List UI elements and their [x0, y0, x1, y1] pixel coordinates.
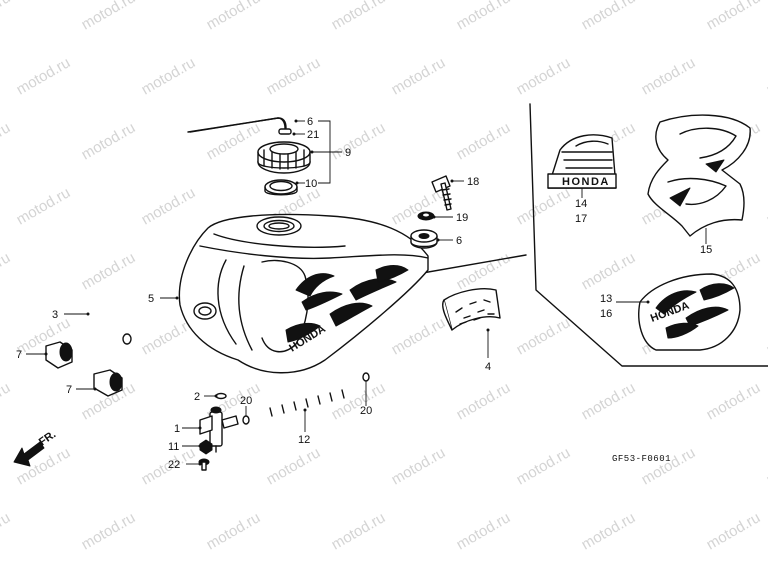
watermark-text: motod.ru: [764, 54, 768, 98]
tank-graphics: HONDA: [285, 265, 409, 355]
bolt: [431, 175, 452, 211]
watermark-text: motod.ru: [704, 0, 764, 33]
callout-2: 2: [194, 391, 200, 403]
callout-14: 14: [575, 198, 587, 210]
watermark-text: motod.ru: [639, 54, 699, 98]
watermark-text: motod.ru: [764, 184, 768, 228]
callout-3: 3: [52, 309, 58, 321]
watermark-text: motod.ru: [264, 444, 324, 488]
model-logo-decal: [647, 114, 751, 237]
callout-12: 12: [298, 434, 310, 446]
watermark-text: motod.ru: [579, 379, 639, 423]
tube-clip: [278, 128, 292, 135]
callout-20-left: 20: [240, 395, 252, 407]
callout-10: 10: [305, 178, 317, 190]
breather-tube-inner: [189, 117, 286, 133]
watermark-text: motod.ru: [79, 119, 139, 163]
watermark-text: motod.ru: [579, 249, 639, 293]
leader-dots: [44, 119, 650, 466]
watermark-text: motod.ru: [704, 379, 764, 423]
watermark-text: motod.ru: [14, 184, 74, 228]
callout-6-breather: 6: [307, 116, 313, 128]
callout-4: 4: [485, 361, 491, 373]
callout-7-upper: 7: [16, 349, 22, 361]
diagram-reference: GF53-F0601: [612, 454, 671, 464]
watermark-text: motod.ru: [204, 0, 264, 33]
watermark-text: motod.ru: [639, 444, 699, 488]
mount-grommet: [410, 229, 438, 249]
tank-pad: [442, 288, 501, 331]
fuel-cap: [257, 141, 311, 174]
watermark-text: motod.ru: [514, 184, 574, 228]
fuel-cock-screw: [198, 458, 210, 471]
watermark-text: motod.ru: [514, 444, 574, 488]
callout-6-grommet: 6: [456, 235, 462, 247]
drain-hose: [257, 383, 361, 417]
watermark-text: motod.ru: [764, 444, 768, 488]
watermark-text: motod.ru: [79, 249, 139, 293]
tank-side-decal: HONDA: [638, 273, 741, 351]
callout-11: 11: [168, 441, 179, 453]
watermark-text: motod.ru: [329, 509, 389, 553]
watermark-text: motod.ru: [14, 54, 74, 98]
watermark-text: motod.ru: [79, 509, 139, 553]
watermark-text: motod.ru: [764, 314, 768, 358]
callout-1: 1: [174, 423, 180, 435]
watermark-text: motod.ru: [389, 314, 449, 358]
watermark-text: motod.ru: [329, 119, 389, 163]
callout-13: 13: [600, 293, 612, 305]
watermark-text: motod.ru: [514, 314, 574, 358]
fuel-hose: [82, 312, 134, 345]
fuel-cock: [199, 406, 239, 453]
callout-18: 18: [467, 176, 479, 188]
watermark-text: motod.ru: [139, 54, 199, 98]
watermark-text: motod.ru: [0, 379, 13, 423]
watermark-text: motod.ru: [454, 379, 514, 423]
callout-21: 21: [307, 129, 319, 141]
watermark-text: motod.ru: [704, 509, 764, 553]
filler-neck: [256, 216, 302, 236]
callout-16: 16: [600, 308, 612, 320]
decal-panel-frame: [410, 103, 768, 367]
emblem-badge-text: HONDA: [562, 176, 610, 188]
cushion-upper: [45, 341, 73, 369]
fuel-cock-nut: [199, 439, 213, 455]
watermark-text: motod.ru: [0, 0, 13, 33]
watermark-text: motod.ru: [389, 54, 449, 98]
watermark-text: motod.ru: [204, 509, 264, 553]
hose-clip-left: [242, 415, 250, 425]
callout-5: 5: [148, 293, 154, 305]
watermark-text: motod.ru: [454, 0, 514, 33]
cushion-lower: [93, 369, 123, 397]
callout-20-right: 20: [360, 405, 372, 417]
watermark-text: motod.ru: [139, 184, 199, 228]
watermark-text: motod.ru: [329, 0, 389, 33]
cap-seal: [264, 179, 298, 196]
watermark-text: motod.ru: [579, 509, 639, 553]
callout-15: 15: [700, 244, 712, 256]
callout-7-lower: 7: [66, 384, 72, 396]
wing-emblem-decal: HONDA: [547, 134, 617, 189]
watermark-text: motod.ru: [454, 249, 514, 293]
hose-clip-right: [362, 372, 370, 382]
watermark-text: motod.ru: [264, 54, 324, 98]
watermark-text: motod.ru: [454, 119, 514, 163]
watermark-text: motod.ru: [0, 509, 13, 553]
callout-22: 22: [168, 459, 180, 471]
watermark-text: motod.ru: [389, 444, 449, 488]
watermark-text: motod.ru: [454, 509, 514, 553]
watermark-text: motod.ru: [0, 119, 13, 163]
callout-19: 19: [456, 212, 468, 224]
watermark-text: motod.ru: [514, 54, 574, 98]
watermark-text: motod.ru: [579, 0, 639, 33]
watermark-text: motod.ru: [0, 249, 13, 293]
leader-lines: [26, 120, 707, 465]
callout-17: 17: [575, 213, 587, 225]
watermark-text: motod.ru: [79, 0, 139, 33]
collar: [417, 211, 435, 221]
callout-9: 9: [345, 147, 351, 159]
